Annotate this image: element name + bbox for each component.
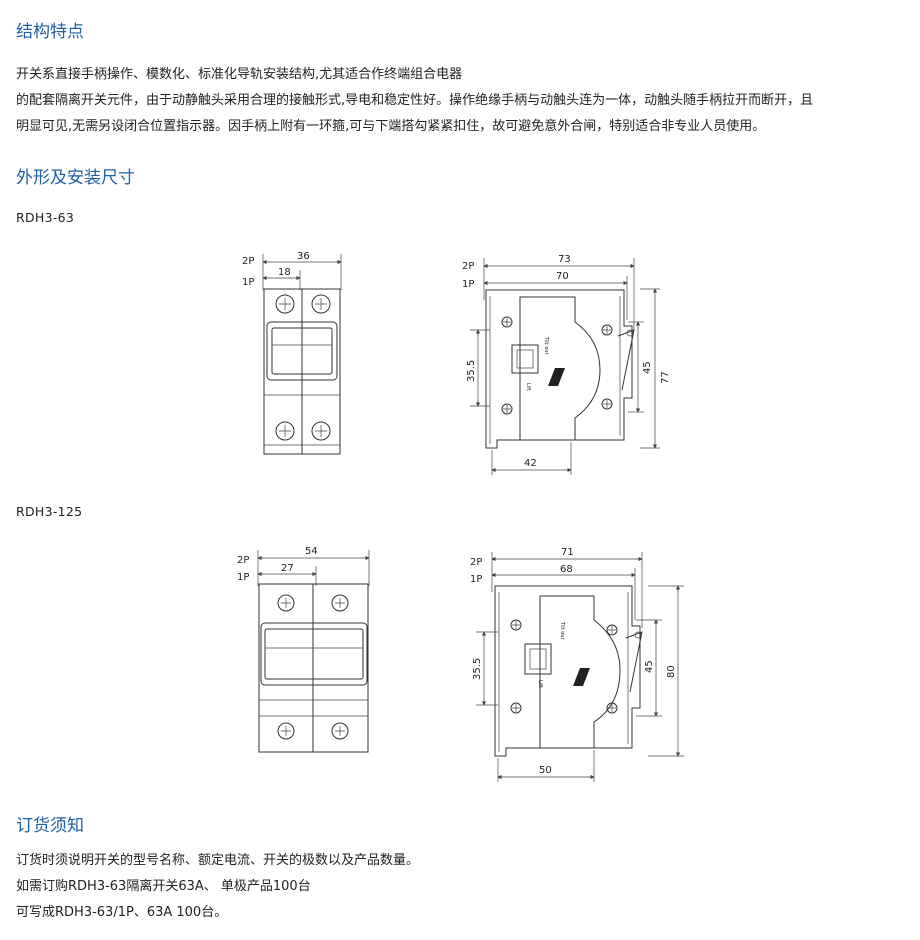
dim-w1-125: 68	[560, 564, 573, 575]
label-1p-125: 1P	[237, 572, 249, 583]
dim-base: 42	[524, 458, 537, 469]
dim-h2-125: 45	[644, 660, 655, 673]
structure-line-3: 明显可见,无需另设闭合位置指示器。因手柄上附有一环箍,可与下端搭勾紧紧扣住，故可…	[16, 119, 766, 134]
ordering-line-1: 订货时须说明开关的型号名称、额定电流、开关的极数以及产品数量。	[16, 853, 420, 868]
front-view-rdh3-63: 2P 1P 36 18	[242, 251, 342, 455]
side-label-1p: 1P	[462, 279, 474, 290]
ordering-line-2: 如需订购RDH3-63隔离开关63A、 单极产品100台	[16, 879, 311, 894]
structure-paragraph: 开关系直接手柄操作、模数化、标准化导轨安装结构,尤其适合作终端组合电器 的配套隔…	[16, 62, 813, 140]
label-2p-125: 2P	[237, 555, 249, 566]
side-label-2p: 2P	[462, 261, 474, 272]
structure-line-2: 的配套隔离开关元件，由于动静触头采用合理的接触形式,导电和稳定性好。操作绝缘手柄…	[16, 93, 814, 108]
side-view-rdh3-125: 2P 1P 71 68 Tilt out Lift 80 45 35.5	[470, 547, 684, 782]
side-view-rdh3-63: 2P 1P 73 70 Tilt out Lift 77	[462, 254, 671, 475]
dim-w2: 73	[558, 254, 571, 265]
section-title-ordering: 订货须知	[16, 816, 84, 836]
ordering-line-3: 可写成RDH3-63/1P、63A 100台。	[16, 905, 228, 920]
dim-h2: 45	[642, 361, 653, 374]
label-2p: 2P	[242, 256, 254, 267]
svg-text:Tilt out: Tilt out	[559, 621, 565, 639]
label-1p: 1P	[242, 277, 254, 288]
dim-width-2p: 36	[297, 251, 310, 262]
dim-width-2p-125: 54	[305, 546, 318, 557]
svg-text:Tilt out: Tilt out	[543, 336, 549, 354]
dim-width-1p-125: 27	[281, 563, 294, 574]
dim-h1-125: 35.5	[472, 658, 483, 680]
dim-width-1p: 18	[278, 267, 291, 278]
dim-h3-125: 80	[666, 665, 677, 678]
section-title-structure: 结构特点	[16, 22, 84, 42]
svg-text:Lift: Lift	[537, 680, 543, 688]
svg-text:Lift: Lift	[525, 383, 531, 391]
side-label-1p-125: 1P	[470, 574, 482, 585]
front-view-rdh3-125: 2P 1P 54 27	[237, 546, 370, 753]
dim-w2-125: 71	[561, 547, 574, 558]
dim-base-125: 50	[539, 765, 552, 776]
model-name-rdh3-63: RDH3-63	[16, 210, 75, 225]
side-label-2p-125: 2P	[470, 557, 482, 568]
ordering-paragraph: 订货时须说明开关的型号名称、额定电流、开关的极数以及产品数量。 如需订购RDH3…	[16, 848, 419, 926]
section-title-dimensions: 外形及安装尺寸	[16, 168, 135, 188]
model-name-rdh3-125: RDH3-125	[16, 504, 83, 519]
dim-w1: 70	[556, 271, 569, 282]
dim-h1: 35.5	[466, 360, 477, 382]
structure-line-1: 开关系直接手柄操作、模数化、标准化导轨安装结构,尤其适合作终端组合电器	[16, 67, 463, 82]
dim-h3: 77	[660, 371, 671, 384]
